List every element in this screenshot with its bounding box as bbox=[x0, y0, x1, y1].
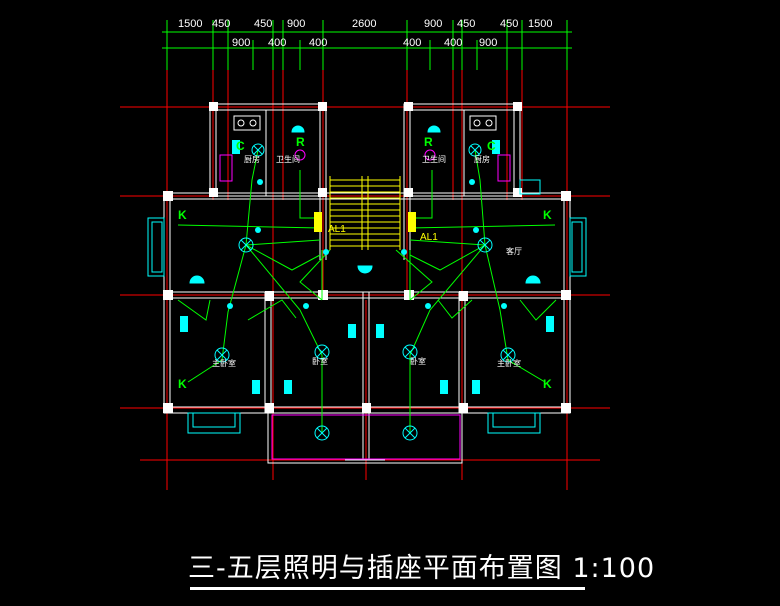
ac-socket-label: K bbox=[178, 208, 187, 222]
panel-label: AL1 bbox=[328, 224, 346, 235]
cooker-label: C bbox=[487, 139, 496, 153]
ceiling-light-icon bbox=[402, 344, 418, 360]
panel-box-icon bbox=[314, 212, 322, 232]
dim-label: 2600 bbox=[352, 18, 376, 30]
ceiling-light-icon bbox=[477, 237, 493, 253]
ceiling-light-icon bbox=[402, 425, 418, 441]
ceiling-light-icon bbox=[500, 347, 516, 363]
heater-label: R bbox=[296, 135, 305, 149]
switch-icon bbox=[401, 249, 407, 255]
ac-socket-label: K bbox=[178, 377, 187, 391]
walls bbox=[163, 103, 571, 464]
dim-label: 900 bbox=[287, 18, 305, 30]
wiring bbox=[177, 149, 557, 432]
light-fixtures bbox=[214, 143, 516, 441]
switch-icon bbox=[255, 227, 261, 233]
room-label-bedroom: 卧室 bbox=[410, 356, 426, 366]
socket-icon bbox=[472, 380, 480, 394]
sockets bbox=[180, 140, 554, 394]
stairs bbox=[329, 176, 401, 250]
ceiling-light-icon bbox=[238, 237, 254, 253]
distribution-boxes bbox=[314, 212, 416, 232]
dimension-lines bbox=[162, 20, 572, 70]
switches bbox=[227, 179, 507, 309]
ac-socket-label: K bbox=[543, 377, 552, 391]
dim-label: 450 bbox=[254, 18, 272, 30]
dim-label: 450 bbox=[500, 18, 518, 30]
dim-label: 900 bbox=[479, 37, 497, 49]
socket-icon bbox=[376, 324, 384, 338]
panel-box-icon bbox=[408, 212, 416, 232]
title-underline bbox=[190, 587, 585, 590]
socket-icon bbox=[546, 316, 554, 332]
dim-label: 450 bbox=[457, 18, 475, 30]
columns bbox=[163, 102, 571, 413]
wall-lamp-icon bbox=[357, 265, 373, 274]
room-label-master-bedroom: 主卧室 bbox=[497, 358, 521, 368]
balcony-railing bbox=[271, 414, 461, 460]
room-label-bathroom: 卫生间 bbox=[276, 154, 300, 164]
heater-label: R bbox=[424, 135, 433, 149]
ceiling-light-icon bbox=[314, 425, 330, 441]
socket-icon bbox=[284, 380, 292, 394]
ceiling-light-icon bbox=[314, 344, 330, 360]
dim-label: 1500 bbox=[178, 18, 202, 30]
room-label-bedroom: 卧室 bbox=[312, 356, 328, 366]
socket-icon bbox=[180, 316, 188, 332]
switch-icon bbox=[501, 303, 507, 309]
switch-icon bbox=[227, 303, 233, 309]
ceiling-light-icon bbox=[468, 143, 482, 157]
dim-label: 400 bbox=[268, 37, 286, 49]
dimensions-bottom: 900 400 400 400 400 900 bbox=[232, 37, 497, 49]
switch-icon bbox=[323, 249, 329, 255]
room-label-kitchen: 厨房 bbox=[244, 154, 260, 164]
room-label-living: 客厅 bbox=[506, 246, 522, 256]
switch-icon bbox=[303, 303, 309, 309]
toilet-icon bbox=[294, 149, 306, 161]
dim-label: 450 bbox=[212, 18, 230, 30]
socket-icon bbox=[252, 380, 260, 394]
switch-icon bbox=[425, 303, 431, 309]
panel-label: AL1 bbox=[420, 232, 438, 243]
wall-lamp-icon bbox=[427, 125, 441, 133]
ceiling-light-icon bbox=[214, 347, 230, 363]
drawing-title: 三-五层照明与插座平面布置图 1:100 bbox=[188, 553, 656, 584]
room-label-master-bedroom: 主卧室 bbox=[212, 358, 236, 368]
wall-lamp-icon bbox=[291, 125, 305, 133]
cooker-label: C bbox=[236, 139, 245, 153]
windows bbox=[147, 179, 587, 434]
fridge-icon bbox=[497, 154, 511, 182]
dim-label: 900 bbox=[424, 18, 442, 30]
counters bbox=[233, 115, 497, 131]
socket-icon bbox=[232, 140, 240, 154]
socket-icon bbox=[440, 380, 448, 394]
toilet-icon bbox=[424, 149, 436, 161]
wall-lamp-icon bbox=[525, 275, 541, 284]
ceiling-light-icon bbox=[251, 143, 265, 157]
dim-label: 900 bbox=[232, 37, 250, 49]
dim-label: 400 bbox=[403, 37, 421, 49]
room-label-bathroom: 卫生间 bbox=[422, 154, 446, 164]
kitchen-fixtures bbox=[219, 149, 511, 182]
wall-lamps bbox=[189, 125, 541, 284]
socket-icon bbox=[348, 324, 356, 338]
switch-icon bbox=[469, 179, 475, 185]
wall-lamp-icon bbox=[189, 275, 205, 284]
switch-icon bbox=[257, 179, 263, 185]
dim-label: 400 bbox=[309, 37, 327, 49]
ac-socket-label: K bbox=[543, 208, 552, 222]
fridge-icon bbox=[219, 154, 233, 182]
dimensions-top: 1500 450 450 900 2600 900 450 450 1500 bbox=[178, 18, 552, 30]
socket-icon bbox=[492, 140, 500, 154]
dim-label: 400 bbox=[444, 37, 462, 49]
switch-icon bbox=[473, 227, 479, 233]
dim-label: 1500 bbox=[528, 18, 552, 30]
room-label-kitchen: 厨房 bbox=[474, 154, 490, 164]
